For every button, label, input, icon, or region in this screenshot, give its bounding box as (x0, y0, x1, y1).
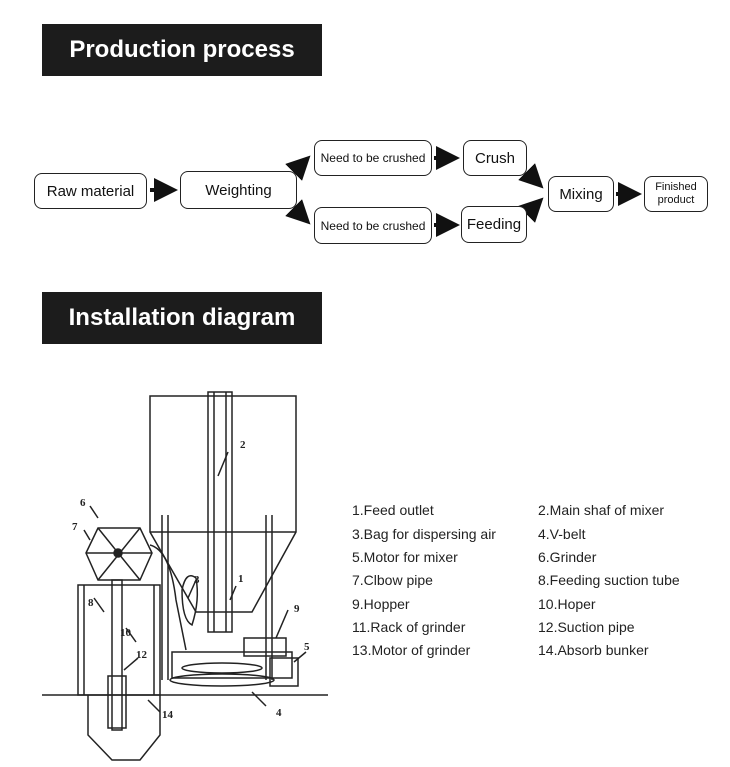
bunker-pit (87, 695, 161, 761)
label-4: 4 (276, 707, 282, 719)
flow-mixing: Mixing (548, 176, 614, 212)
flow-weighting: Weighting (180, 171, 297, 209)
label-10: 10 (120, 627, 132, 639)
label-3: 3 (194, 574, 200, 586)
legend-item-5: 5.Motor for mixer (352, 549, 458, 565)
base-platform (171, 651, 293, 679)
flow-need-crushed-bottom: Need to be crushed (314, 207, 432, 244)
label-5: 5 (304, 641, 310, 653)
air-bag (181, 575, 199, 627)
legend-item-4: 4.V-belt (538, 526, 586, 542)
arrow-crush-to-mixing (518, 163, 544, 189)
label-9: 9 (294, 603, 300, 615)
flow-feeding: Feeding (461, 206, 527, 243)
legend-item-1: 1.Feed outlet (352, 502, 434, 518)
legend-item-13: 13.Motor of grinder (352, 642, 471, 658)
legend-item-14: 14.Absorb bunker (538, 642, 649, 658)
label-7: 7 (72, 521, 78, 533)
grinder-frame (77, 584, 161, 696)
main-shaft (207, 391, 233, 633)
legend-item-7: 7.Clbow pipe (352, 572, 433, 588)
legend-item-2: 2.Main shaf of mixer (538, 502, 665, 518)
arrow-feeding-to-mixing (518, 197, 544, 223)
legend-item-9: 9.Hopper (352, 596, 410, 612)
label-1: 1 (238, 573, 244, 585)
flow-finished-product: Finished product (644, 176, 708, 212)
legend-item-12: 12.Suction pipe (538, 619, 635, 635)
legend-item-6: 6.Grinder (538, 549, 597, 565)
production-process-banner: Production process (42, 24, 322, 76)
label-6: 6 (80, 497, 86, 509)
label-14: 14 (162, 709, 174, 721)
label-2: 2 (240, 439, 246, 451)
suction-pipe (111, 579, 123, 731)
elbow-pipe (149, 544, 187, 651)
mixer-motor (269, 657, 299, 687)
arrow-weighting-to-crushed-top (285, 155, 311, 181)
legend-item-3: 3.Bag for dispersing air (352, 526, 496, 542)
flow-crush: Crush (463, 140, 527, 176)
label-8: 8 (88, 597, 94, 609)
hopper-box (243, 637, 287, 657)
installation-diagram-title: Installation diagram (68, 304, 296, 331)
arrow-weighting-to-crushed-bottom (285, 199, 311, 225)
flow-raw-material: Raw material (34, 173, 147, 209)
flow-need-crushed-top: Need to be crushed (314, 140, 432, 176)
legend-item-8: 8.Feeding suction tube (538, 572, 680, 588)
production-process-title: Production process (69, 36, 295, 63)
legend-item-11: 11.Rack of grinder (352, 619, 466, 635)
legend-item-10: 10.Hoper (538, 596, 596, 612)
label-12: 12 (136, 649, 148, 661)
installation-diagram-banner: Installation diagram (42, 292, 322, 344)
